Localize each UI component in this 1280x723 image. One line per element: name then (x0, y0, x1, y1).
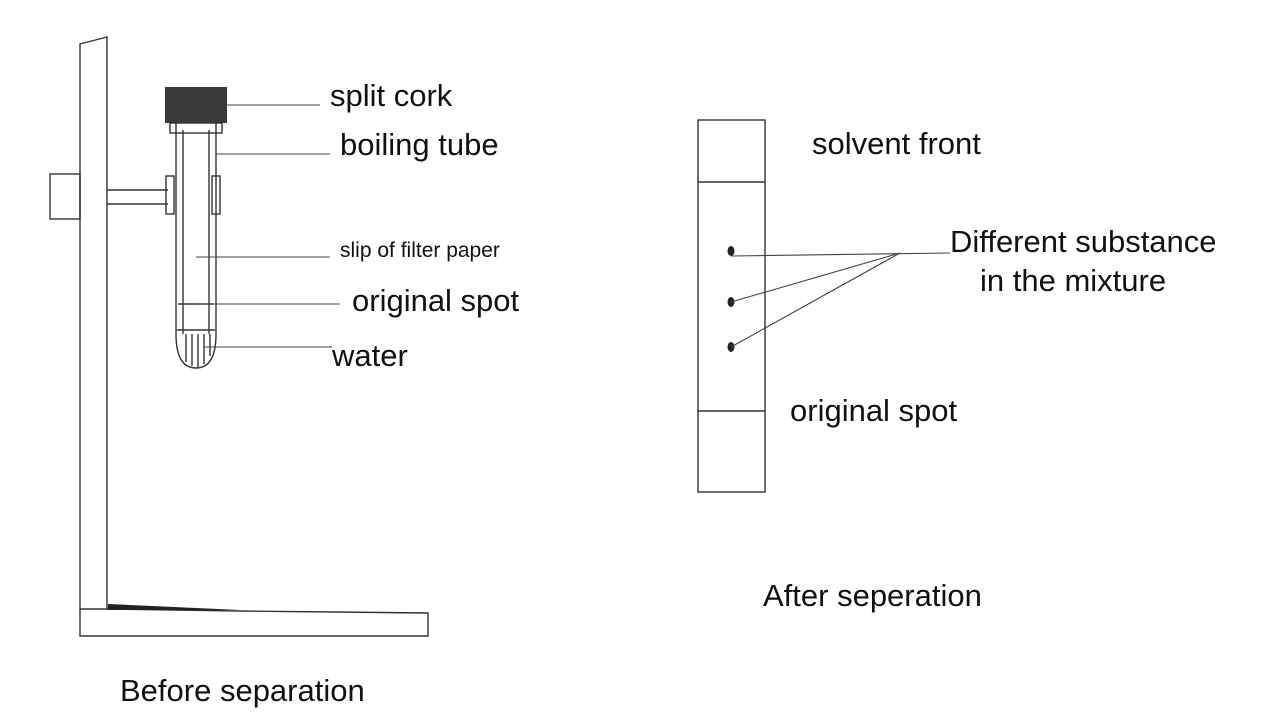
boiling-tube (175, 122, 217, 369)
caption-before-separation: Before separation (120, 673, 365, 708)
leader-substance-1 (730, 252, 951, 257)
label-boiling-tube: boiling tube (340, 127, 499, 162)
stand-base (79, 608, 429, 637)
caption-after-separation: After seperation (763, 578, 982, 613)
chromatogram-strip (697, 119, 766, 493)
cork-collar (169, 122, 223, 134)
label-strip-original-spot: original spot (790, 393, 958, 428)
label-solvent-front: solvent front (812, 126, 981, 161)
clamp-boss (49, 173, 81, 220)
stand-rod (79, 36, 108, 610)
split-cork (165, 87, 227, 123)
label-tube-original-spot: original spot (352, 283, 520, 318)
label-split-cork: split cork (330, 78, 453, 113)
leader-substance-2 (730, 252, 901, 303)
label-in-the-mixture: in the mixture (980, 263, 1167, 298)
label-different-substance: Different substance (950, 224, 1217, 259)
water-hatching (185, 334, 211, 367)
label-water: water (332, 338, 408, 373)
label-filter-paper: slip of filter paper (340, 239, 500, 262)
base-shadow (108, 604, 240, 610)
substance-spot-1 (727, 246, 735, 256)
leader-substance-3 (730, 252, 901, 348)
clamp-jaw-left (165, 175, 175, 215)
